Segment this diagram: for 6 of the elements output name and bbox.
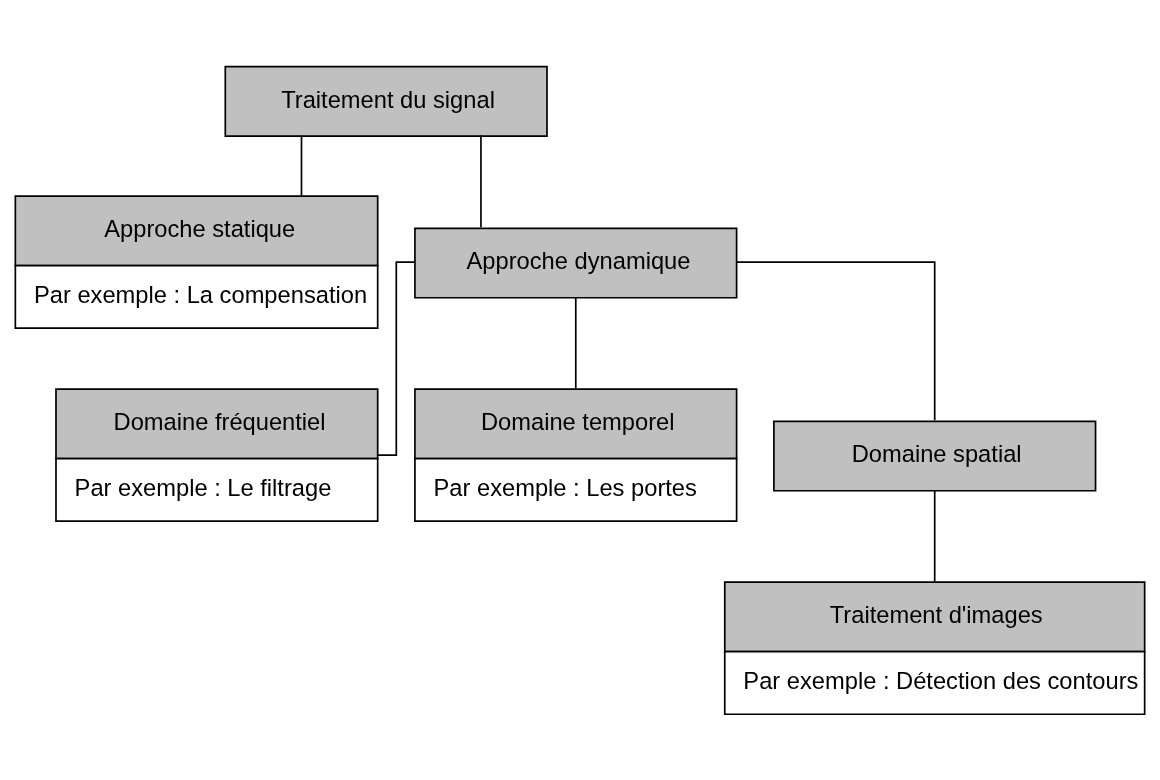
connector [574,296,577,390]
connector [736,261,936,422]
connector [480,134,482,228]
connector [933,489,936,583]
connector [376,261,416,457]
connector [300,134,303,197]
